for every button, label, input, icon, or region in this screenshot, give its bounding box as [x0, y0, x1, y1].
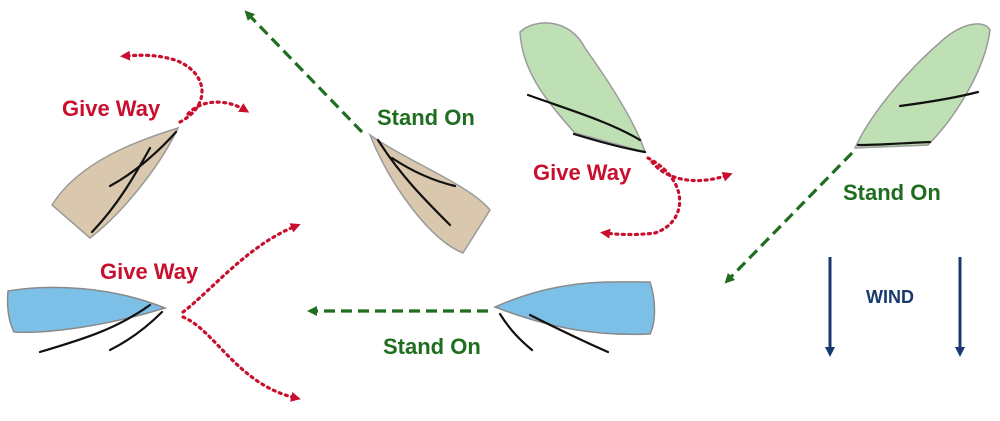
tan-giveway-boat	[51, 126, 180, 239]
blue-giveway-boat	[6, 286, 168, 354]
blue-giveway-paths	[181, 223, 301, 402]
blue-standon-boat	[493, 281, 656, 354]
give-way-label-1: Give Way	[62, 96, 161, 121]
wind-label: WIND	[866, 287, 914, 307]
stand-on-label-3: Stand On	[383, 334, 481, 359]
tan-standon-path	[244, 10, 364, 134]
give-way-label-2: Give Way	[533, 160, 632, 185]
stand-on-label-2: Stand On	[843, 180, 941, 205]
tan-standon-boat	[368, 132, 491, 254]
green-standon-boat	[853, 23, 991, 149]
give-way-label-3: Give Way	[100, 259, 199, 284]
green-giveway-boat	[519, 22, 647, 154]
green-giveway-paths	[600, 156, 733, 239]
stand-on-label-1: Stand On	[377, 105, 475, 130]
green-standon-path	[724, 151, 854, 284]
tan-giveway-paths	[120, 50, 250, 124]
